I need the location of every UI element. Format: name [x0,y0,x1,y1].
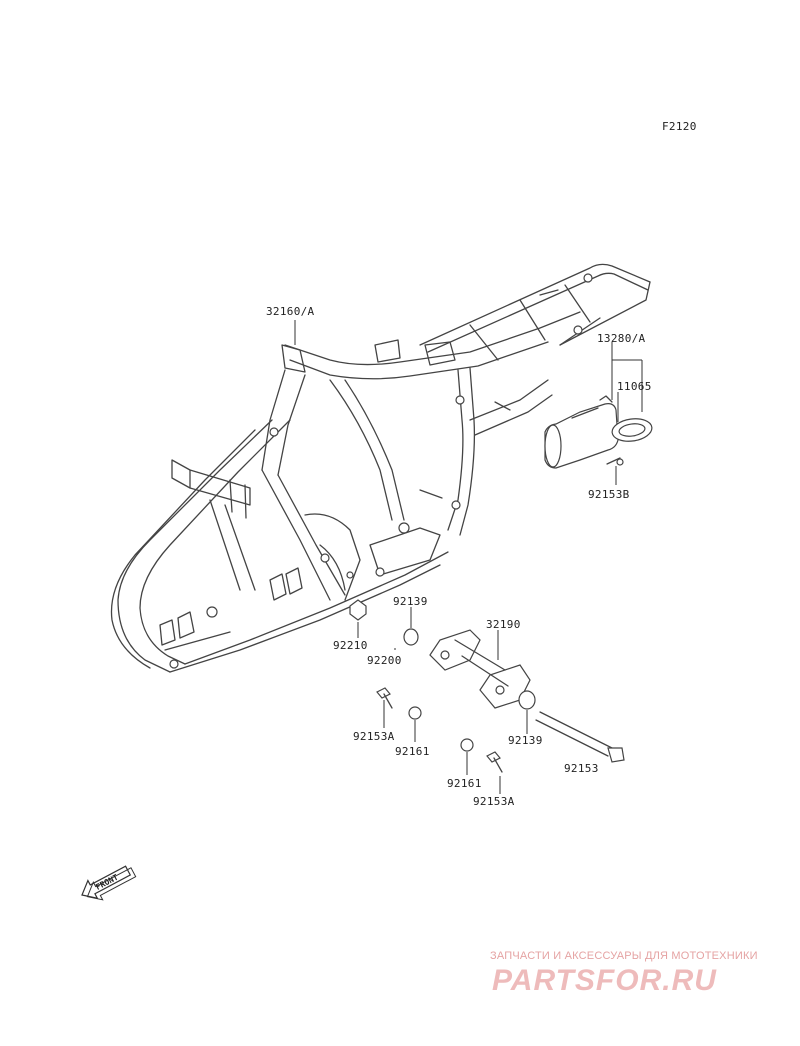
label-92161-bottom: 92161 [447,777,482,790]
part-labels: 32160/A 13280/A 11065 92153B 92139 32190… [266,305,652,808]
bracket-drawing [349,599,625,773]
cover-drawing [544,395,653,469]
label-92200: 92200 [367,654,402,667]
label-92139-bottom: 92139 [508,734,543,747]
label-32190: 32190 [486,618,521,631]
label-11065: 11065 [617,380,652,393]
watermark-tagline: ЗАПЧАСТИ И АКСЕССУАРЫ ДЛЯ МОТОТЕХНИКИ [490,950,758,962]
label-92139-top: 92139 [393,595,428,608]
label-92210: 92210 [333,639,368,652]
figure-id: F2120 [662,120,697,133]
label-32160-a: 32160/A [266,305,315,318]
label-92153a-bottom: 92153A [473,795,515,808]
label-92161-left: 92161 [395,745,430,758]
label-92153a-left: 92153A [353,730,395,743]
frame-drawing [110,263,651,673]
label-92153b: 92153B [588,488,630,501]
label-92153: 92153 [564,762,599,775]
leader-lines [294,320,643,794]
front-arrow: FRONT [81,865,137,901]
label-13280-a: 13280/A [597,332,646,345]
watermark-logo: PARTSFOR.RU [492,964,717,997]
